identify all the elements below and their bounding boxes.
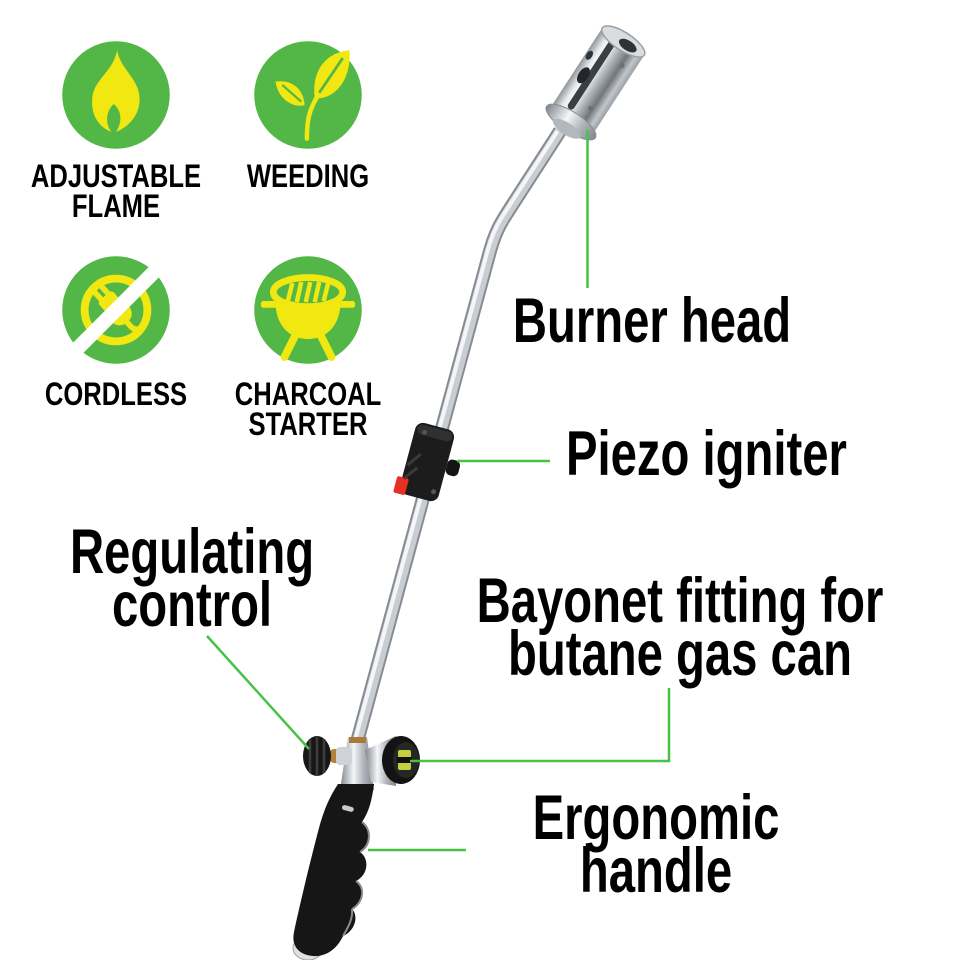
sprout-icon — [254, 41, 362, 149]
grill-icon — [254, 256, 362, 364]
callout-label-line: control — [111, 570, 273, 640]
no-plug-icon — [61, 255, 171, 365]
burner-head — [545, 25, 646, 141]
callout-label-line: Burner head — [512, 286, 792, 356]
callout-line-regulating-control — [206, 635, 310, 750]
flame-icon — [62, 41, 170, 149]
callout-label-piezo-igniter: Piezo igniter — [566, 419, 847, 489]
bayonet-fitting — [382, 736, 420, 784]
callout-label-line: Regulating — [69, 517, 315, 587]
handle — [292, 784, 374, 960]
callout-label-line: handle — [579, 836, 733, 906]
callout-label-burner-head: Burner head — [427, 286, 877, 356]
feature-label-charcoal-starter: CHARCOAL STARTER — [188, 376, 428, 442]
callout-label-line: Piezo igniter — [566, 419, 847, 489]
feature-label-line: CHARCOAL — [234, 376, 382, 412]
callout-label-line: butane gas can — [508, 619, 852, 689]
feature-label-adjustable-flame: ADJUSTABLE FLAME — [0, 158, 236, 224]
feature-label-weeding: WEEDING — [188, 158, 428, 194]
regulating-knob — [303, 736, 352, 776]
callout-label-line: Ergonomic — [532, 783, 780, 853]
callout-label-bayonet-fitting: Bayonet fitting for butane gas can — [455, 566, 905, 689]
callout-label-ergonomic-handle: Ergonomic handle — [431, 783, 881, 906]
feature-label-cordless: CORDLESS — [0, 376, 236, 412]
piezo-igniter-device — [393, 422, 461, 502]
torch-shaft — [350, 127, 566, 744]
feature-label-line: WEEDING — [246, 158, 370, 194]
igniter-button — [393, 476, 409, 495]
callout-lines — [206, 130, 671, 852]
callout-label-regulating-control: Regulating control — [0, 517, 417, 640]
valve-body — [303, 736, 420, 790]
feature-label-line: ADJUSTABLE — [30, 158, 202, 194]
feature-label-line: FLAME — [71, 188, 161, 224]
feature-label-line: STARTER — [248, 406, 368, 442]
callout-label-line: Bayonet fitting for — [476, 566, 884, 636]
feature-label-line: CORDLESS — [44, 376, 188, 412]
callout-line-bayonet-fitting — [410, 688, 671, 763]
